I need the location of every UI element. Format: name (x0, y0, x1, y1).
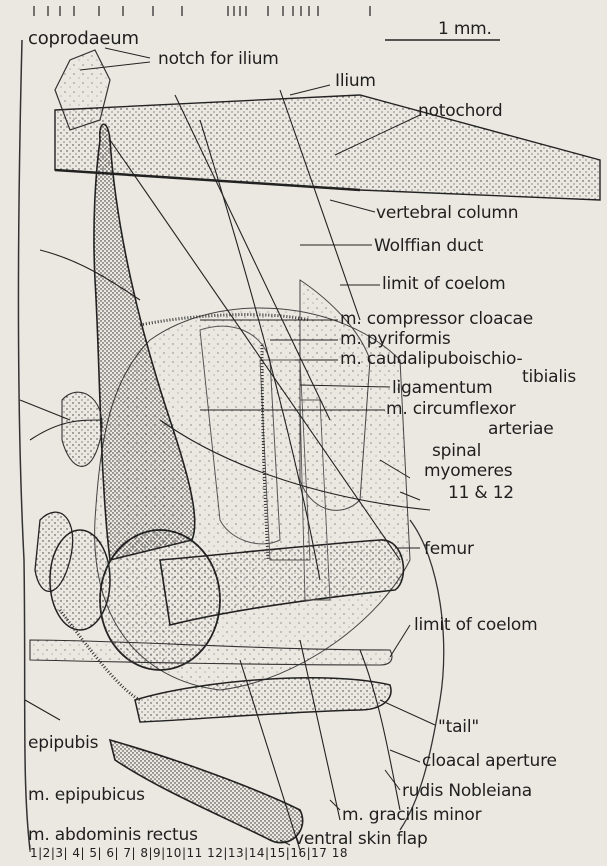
label-notch-for-ilium: notch for ilium (158, 50, 279, 68)
label-coprodaeum: coprodaeum (28, 30, 139, 48)
label-cloacal-aperture: cloacal aperture (422, 752, 557, 770)
top-ticks (34, 6, 370, 16)
label-m-abdominis-rectus: m. abdominis rectus (28, 826, 198, 844)
label-myomeres-numbers: 11 & 12 (448, 484, 514, 502)
label-tail: "tail" (438, 718, 479, 736)
label-m-pyriformis: m. pyriformis (340, 330, 451, 348)
label-spinal: spinal (432, 442, 481, 460)
label-epipubis: epipubis (28, 734, 98, 752)
label-m-circumflexor: m. circumflexor (386, 400, 516, 418)
label-vertebral-column: vertebral column (376, 204, 518, 222)
label-femur: femur (424, 540, 474, 558)
label-limit-of-coelom-upper: limit of coelom (382, 275, 505, 293)
label-scale: 1 mm. (438, 20, 492, 38)
label-m-compressor-cloacae: m. compressor cloacae (340, 310, 533, 328)
label-ligamentum: ligamentum (392, 379, 492, 397)
label-m-epipubicus: m. epipubicus (28, 786, 145, 804)
label-wolffian-duct: Wolffian duct (374, 237, 483, 255)
label-notochord: notochord (418, 102, 502, 120)
myomere-numbers: 1|2|3| 4| 5| 6| 7| 8|9|10|11 12|13|14|15… (30, 846, 348, 860)
label-m-caudalipuboischio-2: tibialis (522, 368, 576, 386)
label-ilium: Ilium (335, 72, 376, 90)
label-myomeres: myomeres (424, 462, 512, 480)
label-rudis-nobleiana: rudis Nobleiana (402, 782, 532, 800)
label-limit-of-coelom-lower: limit of coelom (414, 616, 537, 634)
label-m-gracilis-minor: m. gracilis minor (342, 806, 481, 824)
label-m-caudalipuboischio: m. caudalipuboischio- (340, 350, 522, 368)
label-arteriae: arteriae (488, 420, 554, 438)
